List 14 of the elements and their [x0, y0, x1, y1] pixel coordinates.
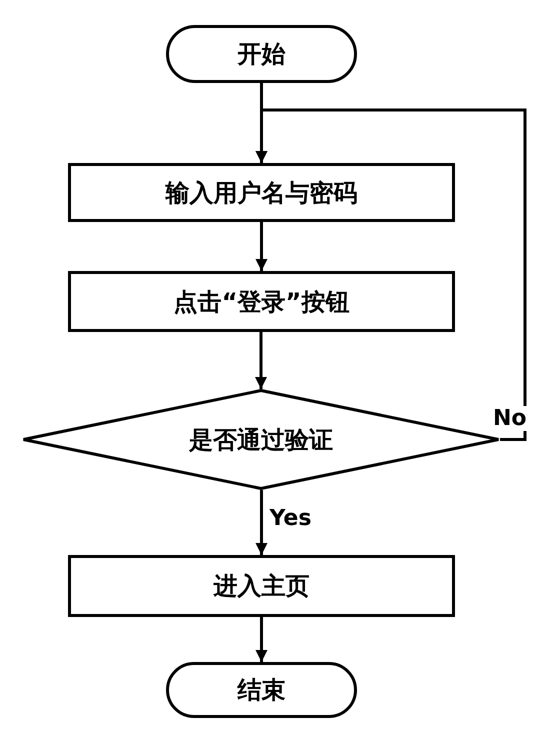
arrow [256, 108, 526, 441]
node-label: 是否通过验证 [189, 424, 333, 456]
arrow [256, 617, 268, 662]
node-label: 进入主页 [214, 571, 310, 602]
arrow [256, 490, 268, 555]
arrow [256, 222, 268, 271]
process-box [68, 555, 455, 617]
node-label: 点击“登录”按钮 [174, 286, 350, 318]
process-box [68, 163, 455, 222]
arrow [255, 332, 267, 389]
node-label: 开始 [238, 39, 286, 70]
node-label: 输入用户名与密码 [166, 178, 358, 208]
process-box [68, 271, 455, 332]
node-label: 结束 [238, 675, 286, 706]
